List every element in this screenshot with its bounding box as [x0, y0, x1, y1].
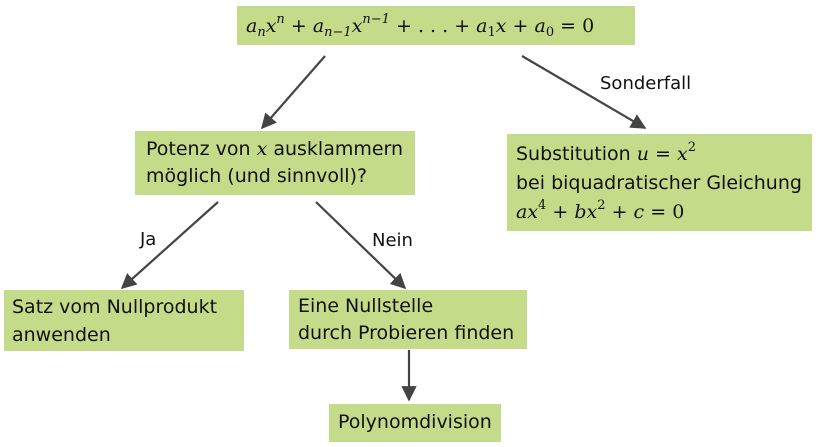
node-probieren: Eine Nullstelle durch Probieren finden: [289, 290, 527, 349]
node-nullprodukt: Satz vom Nullprodukt anwenden: [4, 290, 244, 351]
edge-label-nein: Nein: [372, 230, 413, 251]
power-line1: Potenz von x ausklammern: [146, 136, 415, 163]
power-text-a: Potenz von: [146, 138, 251, 160]
subst-plus1: +: [552, 201, 569, 223]
subst-plus2: +: [611, 201, 628, 223]
eq-sup-n: n: [276, 12, 285, 27]
subst-line1: Substitution u = x2: [516, 140, 812, 169]
nullprodukt-line1: Satz vom Nullprodukt: [12, 296, 218, 318]
nullprodukt-line2: anwenden: [12, 324, 111, 346]
eq-a4: a: [534, 15, 546, 37]
subst-eq0: = 0: [650, 201, 685, 223]
subst-text: Substitution: [516, 143, 631, 165]
power-text-b: ausklammern: [273, 138, 404, 160]
subst-c: c: [633, 201, 645, 223]
eq-x: x: [265, 15, 277, 37]
node-equation: anxn + an−1xn−1 + . . . + a1x + a0 = 0: [237, 6, 635, 45]
arrow-power-to-probieren: [315, 201, 407, 290]
eq-a: a: [246, 15, 258, 37]
arrow-equation-to-power: [260, 55, 326, 130]
edge-label-ja: Ja: [140, 229, 157, 250]
edge-label-sonderfall: Sonderfall: [600, 73, 692, 94]
arrow-power-to-nullprodukt: [120, 201, 219, 290]
eq-sub-n-1: n−1: [324, 25, 352, 40]
probieren-line1: Eine Nullstelle: [298, 295, 434, 317]
eq-plus-2: +: [512, 15, 529, 37]
eq-a3: a: [476, 15, 488, 37]
eq-x3: x: [495, 15, 507, 37]
subst-eq: =: [655, 143, 671, 165]
subst-line2: bei biquadratischer Gleichung: [516, 172, 802, 194]
probieren-line2: durch Probieren finden: [298, 322, 515, 344]
subst-exp4: 4: [538, 198, 547, 213]
eq-a2: a: [312, 15, 325, 37]
subst-line3-equation: ax4 + bx2 + c = 0: [516, 198, 812, 227]
power-line2: möglich (und sinnvoll)?: [146, 165, 368, 187]
node-power: Potenz von x ausklammern möglich (und si…: [135, 131, 415, 195]
subst-bx: bx: [574, 201, 598, 223]
node-substitution: Substitution u = x2 bei biquadratischer …: [507, 134, 812, 231]
eq-sub-1: 1: [487, 25, 496, 40]
subst-u: u: [636, 143, 649, 165]
node-polynomdivision: Polynomdivision: [329, 404, 501, 442]
subst-ax: ax: [516, 201, 539, 223]
subst-x: x: [677, 143, 688, 165]
eq-equals-zero: = 0: [560, 15, 595, 37]
eq-sup-n-1: n−1: [362, 12, 390, 27]
polynomdivision-label: Polynomdivision: [338, 411, 492, 433]
eq-sub-0: 0: [545, 25, 555, 40]
subst-exp: 2: [687, 140, 696, 155]
eq-sub-n: n: [257, 25, 266, 40]
arrow-equation-to-substitution: [521, 55, 647, 129]
eq-ellipsis: + . . . +: [396, 15, 471, 37]
eq-x2: x: [351, 15, 363, 37]
subst-exp2: 2: [597, 198, 606, 213]
power-var-x: x: [256, 138, 268, 160]
eq-plus-1: +: [290, 15, 307, 37]
